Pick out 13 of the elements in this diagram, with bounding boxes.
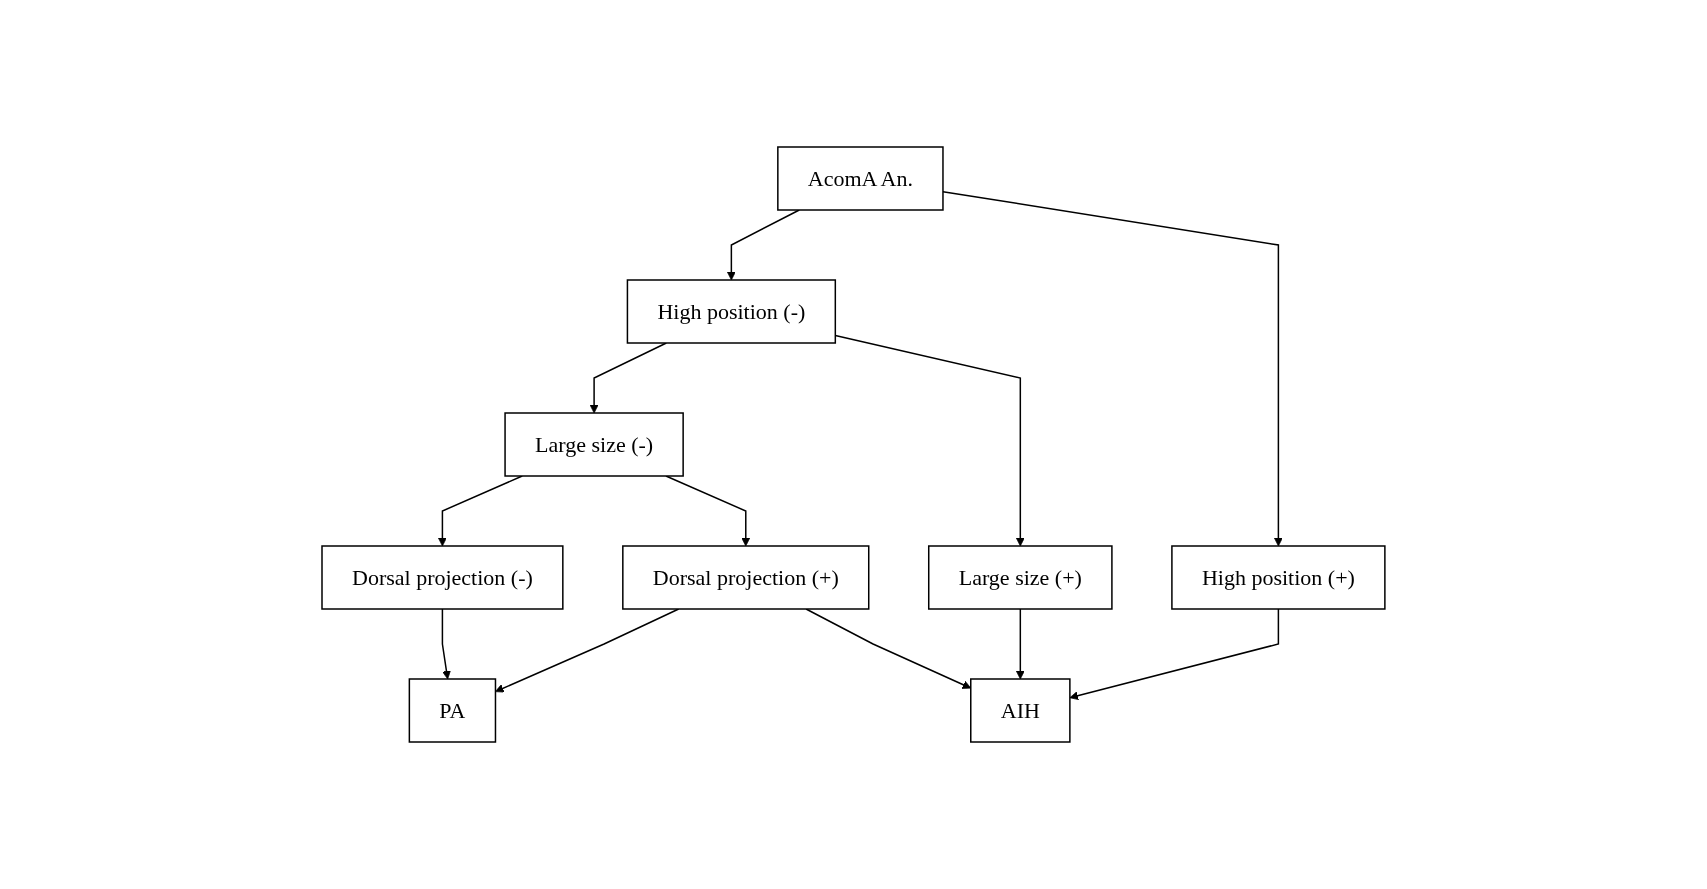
node-box: Large size (-)	[504, 412, 684, 477]
node-box: Dorsal projection (-)	[321, 545, 564, 610]
node-box: High position (-)	[626, 279, 837, 344]
node-box: Large size (+)	[928, 545, 1113, 610]
arrow	[1069, 608, 1280, 700]
arrow	[1016, 608, 1025, 680]
node-box: PA	[408, 678, 497, 743]
node-box: High position (+)	[1171, 545, 1386, 610]
node-box: AIH	[970, 678, 1071, 743]
node-box: Dorsal projection (+)	[622, 545, 870, 610]
node-box: AcomA An.	[777, 146, 944, 211]
arrow	[665, 475, 751, 547]
arrow	[441, 608, 451, 680]
